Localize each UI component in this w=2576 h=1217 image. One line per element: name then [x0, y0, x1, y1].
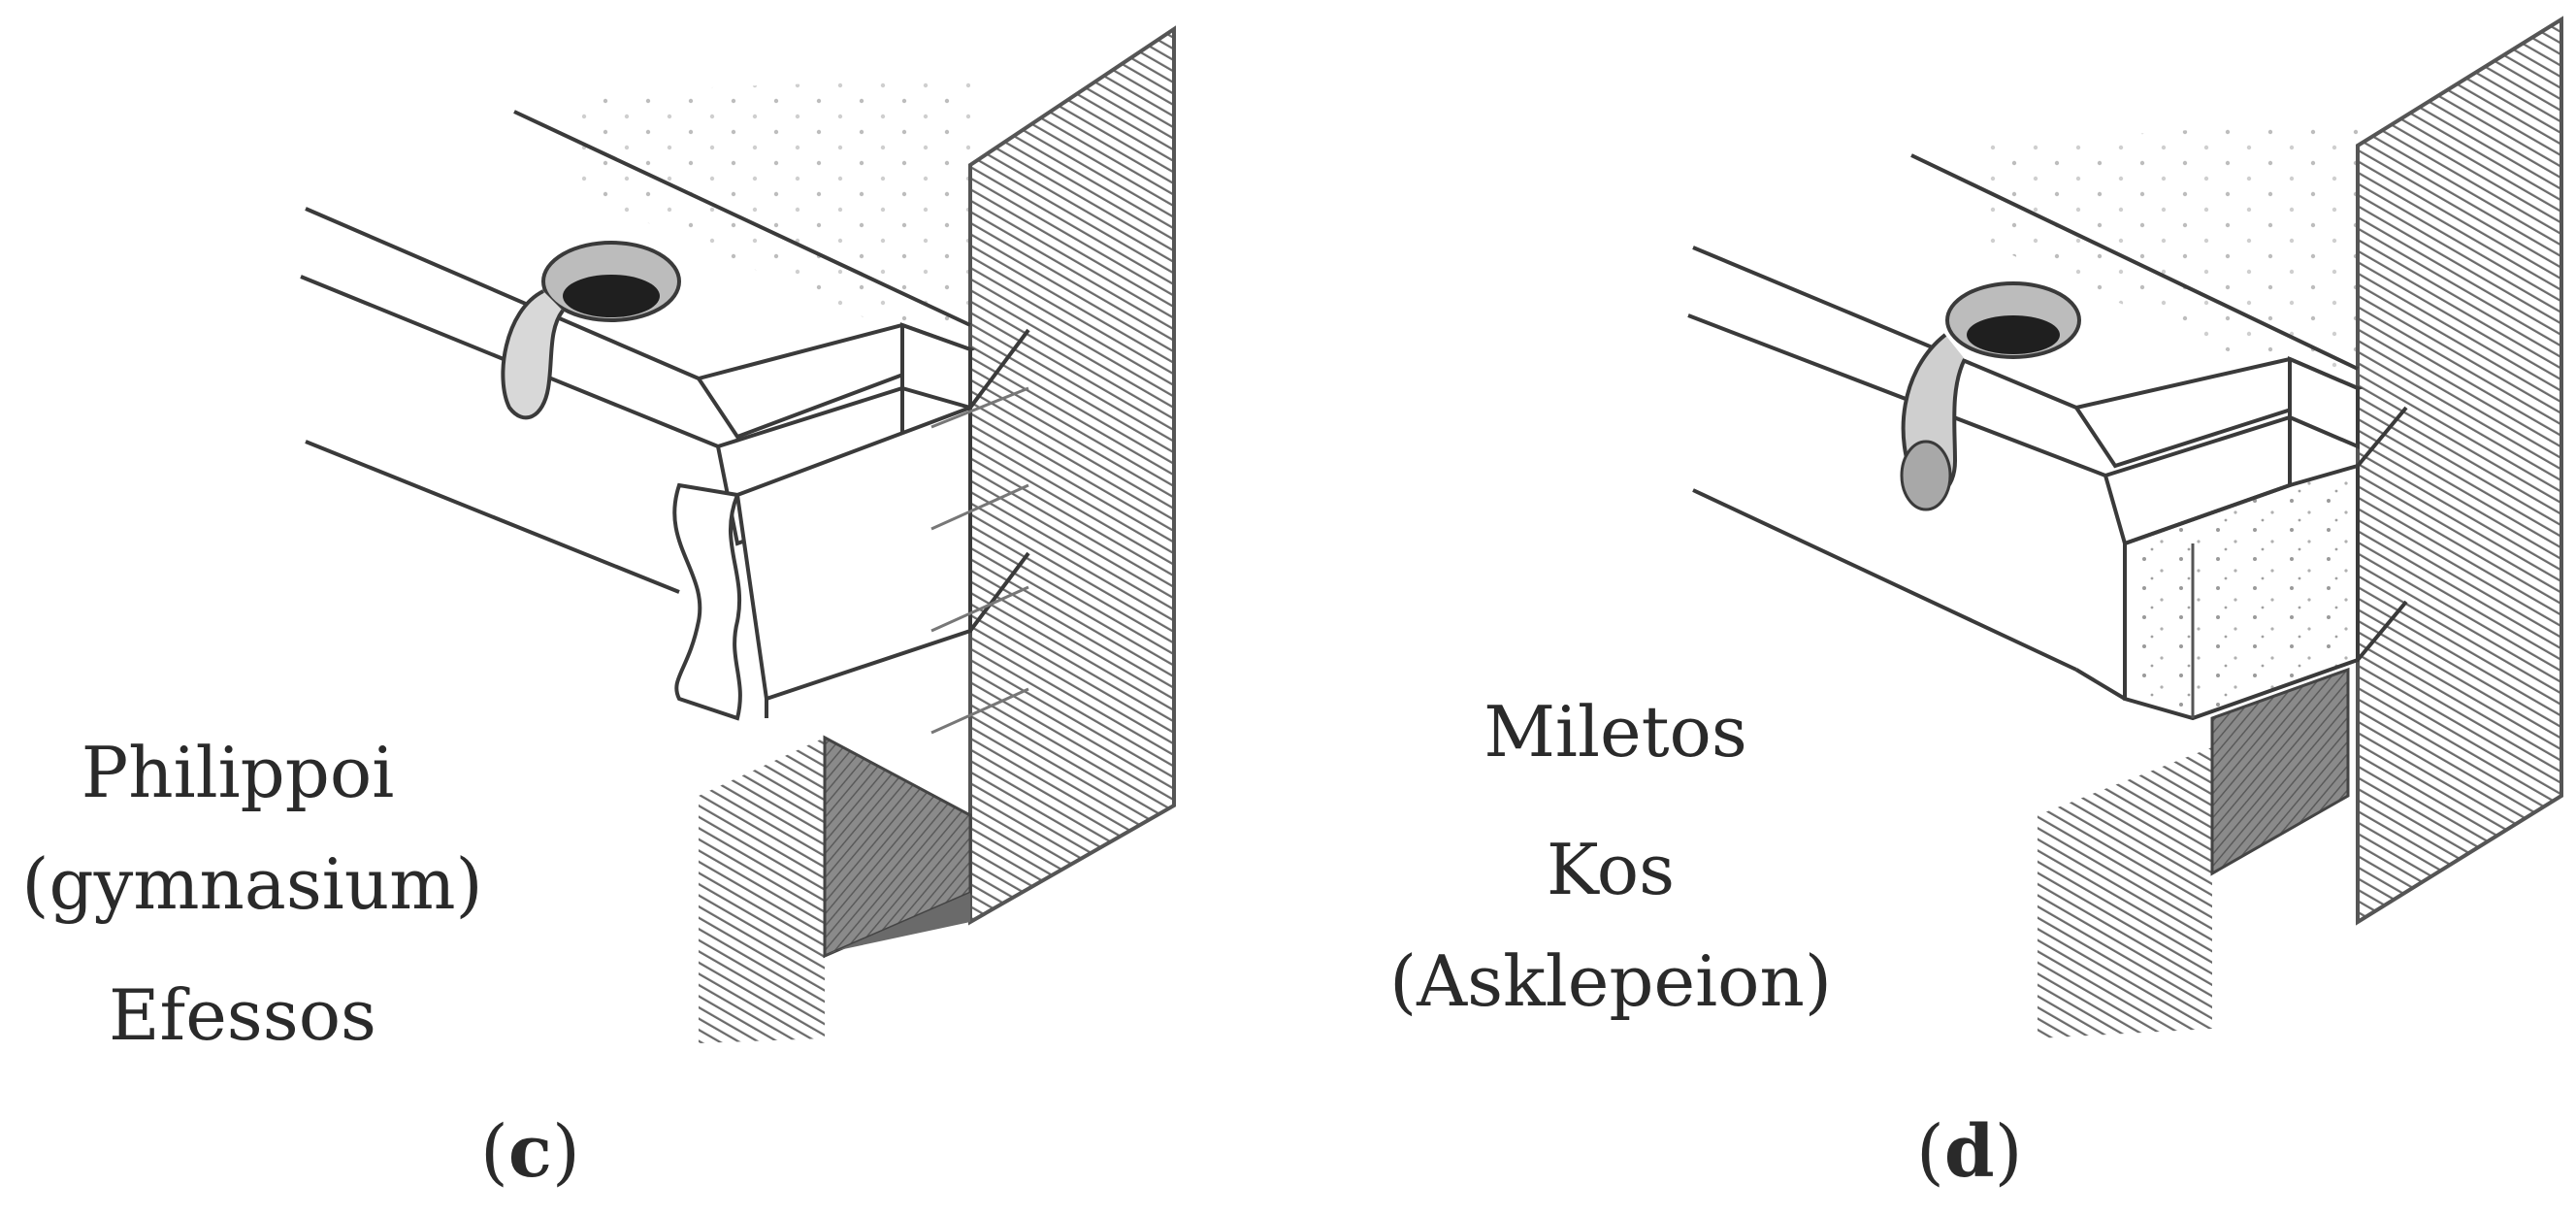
- site-label-asklepeion: (Asklepeion): [1389, 940, 1832, 1022]
- panel-letter-d: (d): [1916, 1110, 2023, 1194]
- panel-d-drawing: [1687, 16, 2563, 1038]
- wall-right-d: [2356, 16, 2563, 926]
- site-label-gymnasium: (gymnasium): [21, 843, 483, 925]
- site-label-philippoi: Philippoi: [81, 732, 395, 813]
- panel-letter-c: (c): [480, 1110, 580, 1194]
- panel-c-drawing: [300, 25, 1176, 1043]
- site-label-miletos: Miletos: [1484, 691, 1747, 773]
- site-label-kos: Kos: [1546, 829, 1676, 910]
- channel-d: [2210, 667, 2350, 876]
- wall-lower-c: [699, 738, 825, 1043]
- site-label-efessos: Efessos: [108, 974, 376, 1056]
- dotted-floor-c: [582, 78, 970, 330]
- wall-lower-d: [2038, 747, 2212, 1038]
- wall-right-c: [968, 25, 1176, 926]
- seat-slot-c: [501, 289, 565, 420]
- dotted-floor-d: [1984, 116, 2367, 383]
- support-leg-c: [672, 482, 742, 721]
- channel-floor-c: [825, 893, 970, 956]
